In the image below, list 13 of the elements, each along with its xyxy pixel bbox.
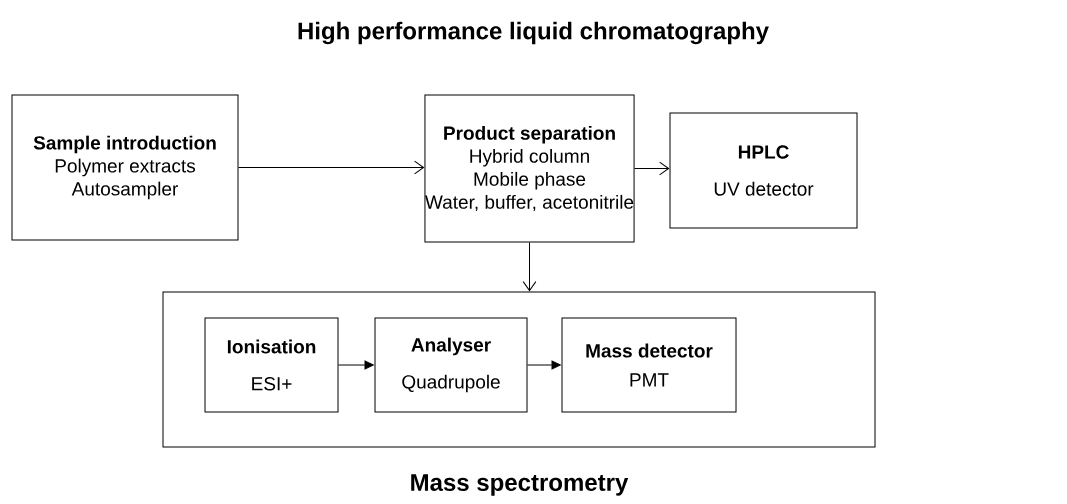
arrow <box>238 160 425 175</box>
process-box: Product separation Hybrid column Mobile phase Water, buffer, acetonitrile <box>424 94 635 243</box>
process-box: Ionisation ESI+ <box>204 317 339 413</box>
process-box: Mass detector PMT <box>561 317 737 413</box>
arrow <box>634 161 670 176</box>
process-box: Analyser Quadrupole <box>374 317 528 413</box>
group-heading: Mass spectrometry <box>411 474 629 496</box>
process-box: Sample introduction Polymer extracts Autosampler <box>11 94 239 241</box>
arrow <box>522 242 537 292</box>
title: High performance liquid chromatography <box>298 21 769 45</box>
arrow <box>527 360 561 370</box>
arrow <box>338 360 374 370</box>
process-box: HPLC UV detector <box>669 112 858 229</box>
